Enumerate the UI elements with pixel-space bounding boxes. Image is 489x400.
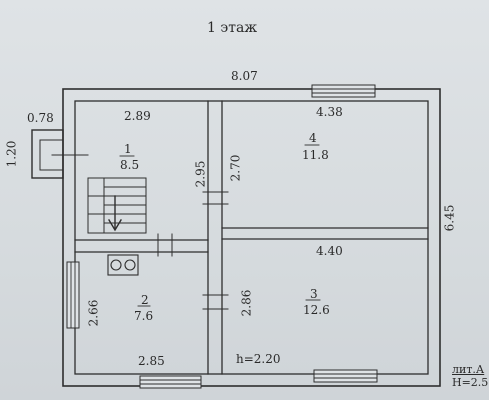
outer-wall-inner-line xyxy=(74,100,429,375)
room2-number: 2 xyxy=(141,293,149,307)
room3-number: 3 xyxy=(310,287,318,301)
room1-number: 1 xyxy=(124,142,132,156)
window-bottom-right xyxy=(313,369,378,383)
room2-area: 7.6 xyxy=(134,309,154,323)
room4-number: 4 xyxy=(309,131,317,145)
dimension-overall-width: 8.07 xyxy=(231,69,258,83)
window-left-wall xyxy=(66,261,80,329)
dimension-porch-height: 1.20 xyxy=(4,140,19,168)
corner-note-line1: лит.А xyxy=(452,363,485,376)
outer-wall-outer-line xyxy=(62,88,441,387)
floor-title: 1 этаж xyxy=(207,20,258,36)
dimension-room1-width: 2.89 xyxy=(124,109,151,123)
dimension-room2-width: 2.85 xyxy=(138,354,165,368)
porch-outer xyxy=(31,129,64,179)
dimension-room1-height: 2.95 xyxy=(193,160,208,188)
dimension-room3-width: 4.40 xyxy=(316,244,343,258)
room1-area: 8.5 xyxy=(120,158,140,172)
dimension-porch-width: 0.78 xyxy=(27,111,54,125)
dimension-overall-height: 6.45 xyxy=(442,204,457,232)
dimension-room2-height: 2.66 xyxy=(86,299,101,327)
dimension-room4-height: 2.70 xyxy=(228,154,243,182)
window-top-right xyxy=(311,84,376,98)
ceiling-height: h=2.20 xyxy=(236,352,281,366)
dimension-room3-height: 2.86 xyxy=(239,289,254,317)
dimension-room4-width: 4.38 xyxy=(316,105,343,119)
staircase xyxy=(87,177,147,234)
room3-area: 12.6 xyxy=(303,303,330,317)
window-bottom-left xyxy=(139,375,202,389)
stove-icon xyxy=(107,254,139,276)
corner-note-line2: H=2.5 xyxy=(452,376,489,389)
room4-area: 11.8 xyxy=(302,148,329,162)
